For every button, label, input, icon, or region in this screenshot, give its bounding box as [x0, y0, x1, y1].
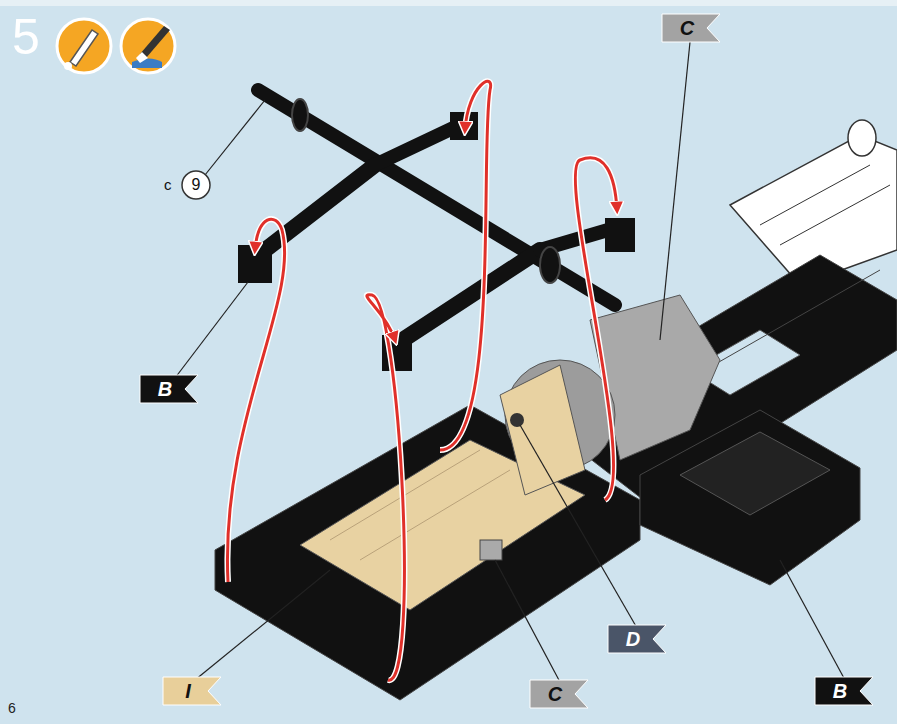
part-letter: B — [833, 680, 855, 703]
part-letter: 9 — [192, 176, 201, 194]
black-box — [640, 410, 860, 585]
page-number: 6 — [8, 700, 16, 716]
step-number: 5 — [12, 8, 40, 66]
callout-circle: 9 — [181, 170, 211, 200]
assembly-arrows — [227, 81, 617, 680]
part-letter: C — [548, 683, 570, 706]
top-strip — [0, 0, 897, 6]
callout-prefix: c — [164, 176, 172, 193]
part-letter: B — [158, 378, 180, 401]
brush-icon — [121, 19, 175, 73]
node-outline — [163, 677, 221, 705]
part-letter: D — [626, 628, 648, 651]
glue-icon — [57, 19, 111, 73]
axle-part — [238, 90, 635, 371]
part-flag: B — [140, 375, 198, 403]
part-letter: I — [185, 680, 199, 703]
part-flag: I — [163, 677, 221, 705]
part-flag: B — [815, 677, 873, 705]
part-flag: C — [662, 14, 720, 42]
part-letter: C — [680, 17, 702, 40]
leader-lines — [175, 42, 845, 682]
part-flag: C — [530, 680, 588, 708]
part-flag: D — [608, 625, 666, 653]
